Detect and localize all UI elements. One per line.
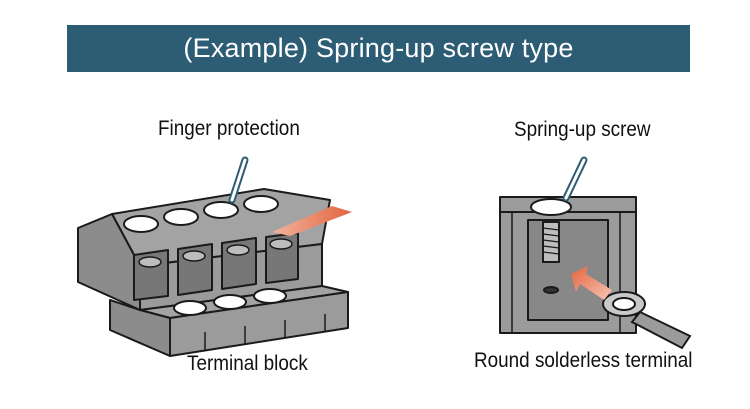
terminal-block-label: Terminal block: [187, 352, 308, 375]
spring-up-screw-illustration: [499, 196, 637, 334]
insert-arrow-icon: [571, 266, 612, 300]
diagram-title: (Example) Spring-up screw type: [183, 33, 574, 63]
round-terminal-illustration: [602, 291, 692, 350]
finger-protection-leader: [228, 156, 249, 204]
finger-arrow-icon: [272, 206, 352, 236]
round-terminal-label: Round solderless terminal: [474, 349, 693, 372]
finger-protection-label: Finger protection: [158, 117, 300, 140]
terminal-block-illustration: [77, 188, 349, 357]
spring-up-screw-label: Spring-up screw: [514, 118, 651, 141]
title-banner: (Example) Spring-up screw type: [67, 25, 690, 72]
spring-up-screw-leader: [562, 156, 588, 202]
